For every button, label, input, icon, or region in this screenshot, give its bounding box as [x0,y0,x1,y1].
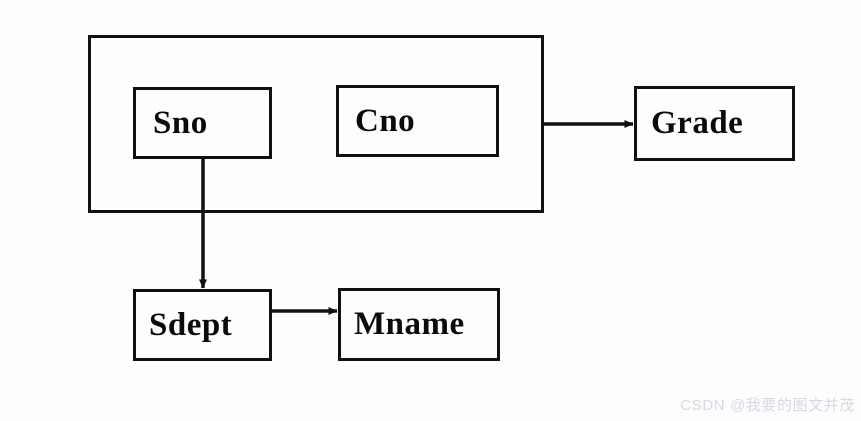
node-sdept-label: Sdept [149,306,233,343]
watermark: CSDN @我要的图文并茂 [680,397,855,414]
node-cno[interactable]: Cno [336,85,499,157]
node-sdept[interactable]: Sdept [133,289,272,361]
node-mname-label: Mname [354,306,465,342]
node-sno-label: Sno [153,104,208,141]
node-grade[interactable]: Grade [634,86,795,161]
node-sno[interactable]: Sno [133,87,272,159]
node-cno-label: Cno [355,102,416,139]
node-mname[interactable]: Mname [338,288,500,361]
node-grade-label: Grade [651,105,744,141]
